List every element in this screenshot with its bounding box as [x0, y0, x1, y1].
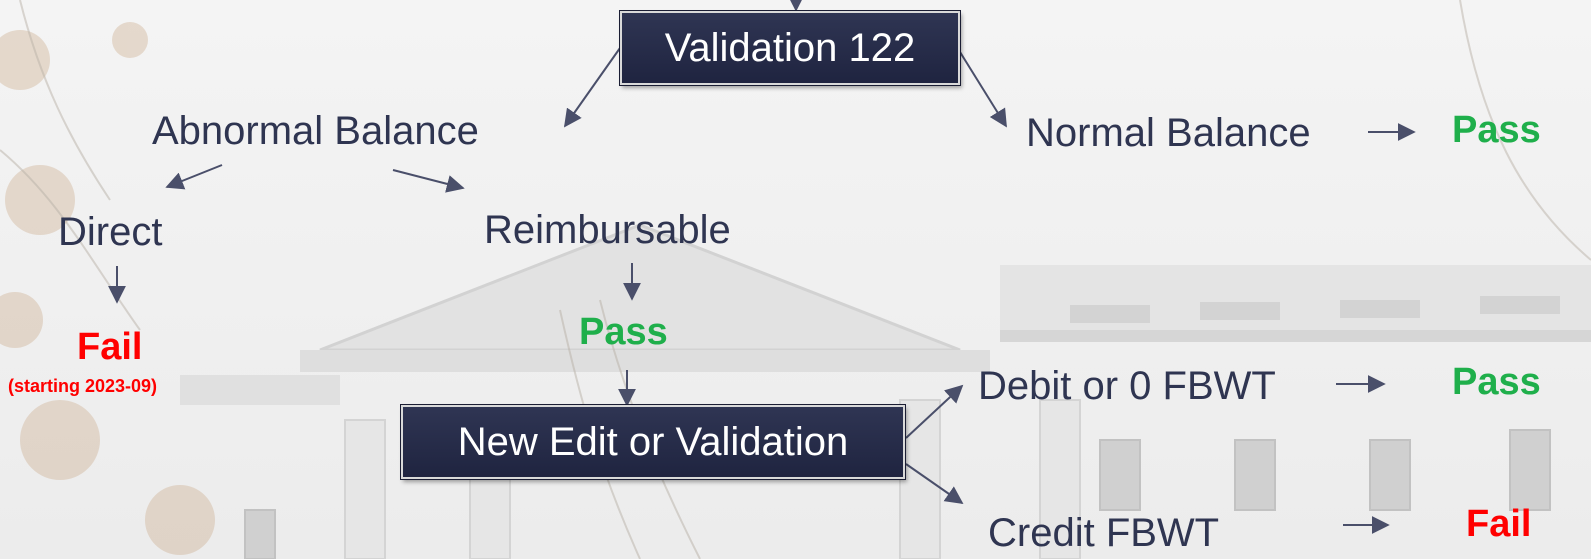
- normal-balance-label: Normal Balance: [1026, 111, 1311, 155]
- normal-balance-pass-result: Pass: [1452, 109, 1541, 151]
- debit-or-0-fbwt-label: Debit or 0 FBWT: [978, 364, 1276, 408]
- direct-fail-note: (starting 2023-09): [8, 376, 158, 396]
- credit-fail-result: Fail: [1466, 503, 1532, 545]
- direct-fail-result: Fail: [77, 326, 143, 368]
- reimbursable-pass-result: Pass: [579, 311, 668, 353]
- debit-pass-result: Pass: [1452, 361, 1541, 403]
- abnormal-balance-label: Abnormal Balance: [152, 109, 479, 153]
- credit-fbwt-label: Credit FBWT: [988, 511, 1220, 555]
- validation-122-box: Validation 122: [620, 11, 960, 85]
- new-edit-or-validation-box: New Edit or Validation: [401, 405, 905, 479]
- direct-label: Direct: [58, 210, 163, 254]
- reimbursable-label: Reimbursable: [484, 208, 731, 252]
